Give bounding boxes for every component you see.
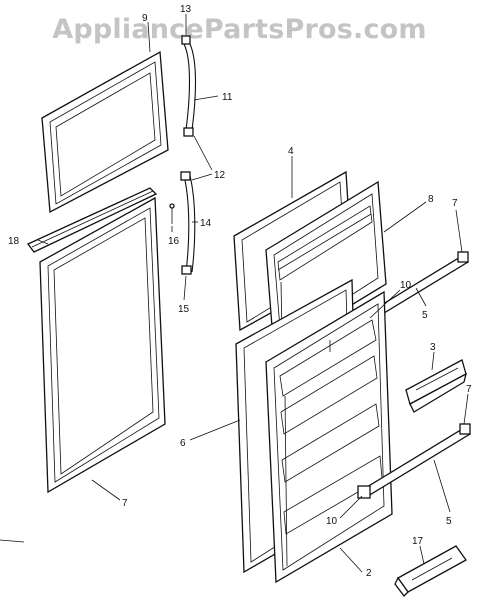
- callout-15: 15: [178, 304, 190, 315]
- callout-9: 9: [142, 13, 148, 24]
- fresh-food-door-liner: [265, 290, 393, 584]
- lower-bar-clip: [357, 485, 371, 499]
- freezer-door-liner: [265, 180, 387, 354]
- callout-6: 6: [180, 438, 186, 449]
- middle-hinge: [169, 171, 196, 275]
- lower-door-gasket: [39, 196, 166, 494]
- callout-7-left: 7: [122, 498, 128, 509]
- callout-10-upper: 10: [400, 280, 412, 291]
- callout-4: 4: [288, 146, 294, 157]
- dairy-bin: [394, 545, 467, 597]
- callout-11: 11: [222, 92, 233, 103]
- door-bin-small: [405, 359, 467, 413]
- upper-hinge-strip: [181, 35, 197, 137]
- upper-door-gasket: [41, 50, 169, 214]
- callout-17: 17: [412, 536, 424, 547]
- callout-12: 12: [214, 170, 226, 181]
- callout-13: 13: [180, 4, 192, 15]
- callout-16: 16: [168, 236, 180, 247]
- callout-18: 18: [8, 236, 20, 247]
- callout-8: 8: [428, 194, 434, 205]
- mullion-strip: [26, 187, 158, 253]
- callout-labels: 9 13 11 12 14 16 15 18 7 4 8 7 10 5 3 7 …: [8, 4, 472, 579]
- callout-7-upper: 7: [452, 198, 458, 209]
- callout-7-lower: 7: [466, 384, 472, 395]
- callout-5-upper: 5: [422, 310, 428, 321]
- watermark-text: AppliancePartsPros.com: [52, 14, 427, 45]
- callout-14: 14: [200, 218, 212, 229]
- callout-10-lower: 10: [326, 516, 338, 527]
- leader-lines: [0, 14, 469, 573]
- callout-2: 2: [366, 568, 372, 579]
- callout-5-lower: 5: [446, 516, 452, 527]
- callout-3: 3: [430, 342, 436, 353]
